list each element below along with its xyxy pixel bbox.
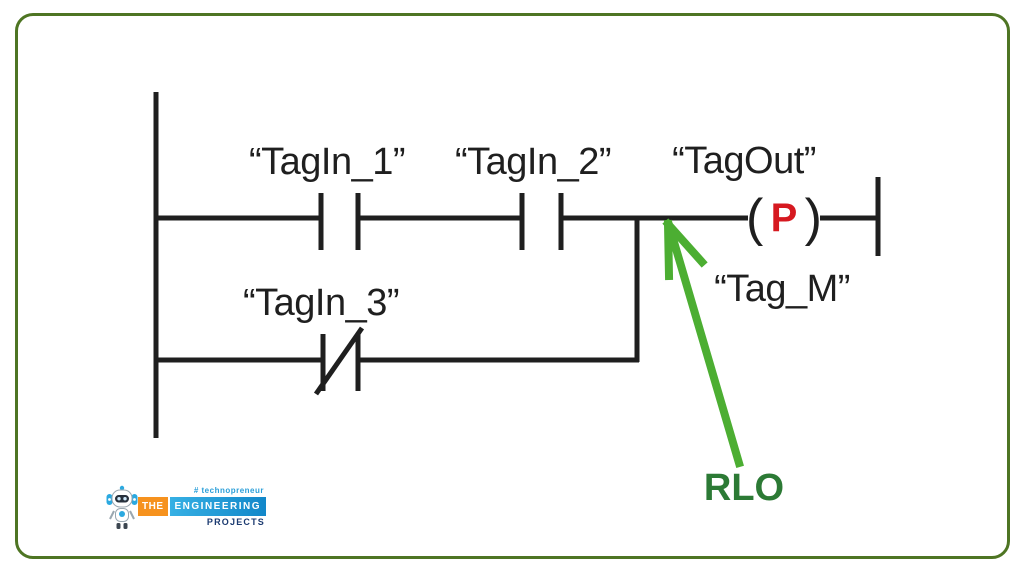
logo-engineering-badge: ENGINEERING [169, 497, 267, 516]
coil-symbol: ( P ) [746, 191, 822, 245]
tag-label-tagout: “TagOut” [672, 140, 816, 182]
contact-tagin3-nc-slash [313, 326, 365, 396]
tag-label-tagm: “Tag_M” [714, 268, 850, 310]
logo-tagline: # technopreneur [193, 486, 265, 495]
tag-label-tagin3: “TagIn_3” [242, 282, 400, 324]
rlo-arrow-barb-right [662, 218, 708, 268]
rlo-annotation-label: RLO [703, 467, 785, 509]
robot-mascot-icon [106, 485, 138, 529]
logo-row: THE ENGINEERING [138, 497, 267, 516]
logo: # technopreneur THE ENGINEERING PROJECTS [106, 485, 267, 531]
ladder-wires [153, 92, 881, 438]
tag-label-tagin2: “TagIn_2” [454, 141, 612, 183]
logo-text: # technopreneur THE ENGINEERING PROJECTS [138, 486, 267, 527]
logo-projects-label: PROJECTS [206, 517, 266, 527]
rlo-arrow-shaft [664, 220, 744, 468]
logo-the-badge: THE [138, 497, 168, 516]
tag-label-tagin1: “TagIn_1” [248, 141, 406, 183]
coil-open-paren: ( [746, 189, 764, 247]
coil-close-paren: ) [804, 189, 822, 247]
coil-pulse-letter: P [770, 196, 798, 240]
rlo-arrow-icon [662, 218, 744, 468]
page-border [15, 13, 1010, 559]
rlo-arrow-barb-left [663, 219, 674, 281]
